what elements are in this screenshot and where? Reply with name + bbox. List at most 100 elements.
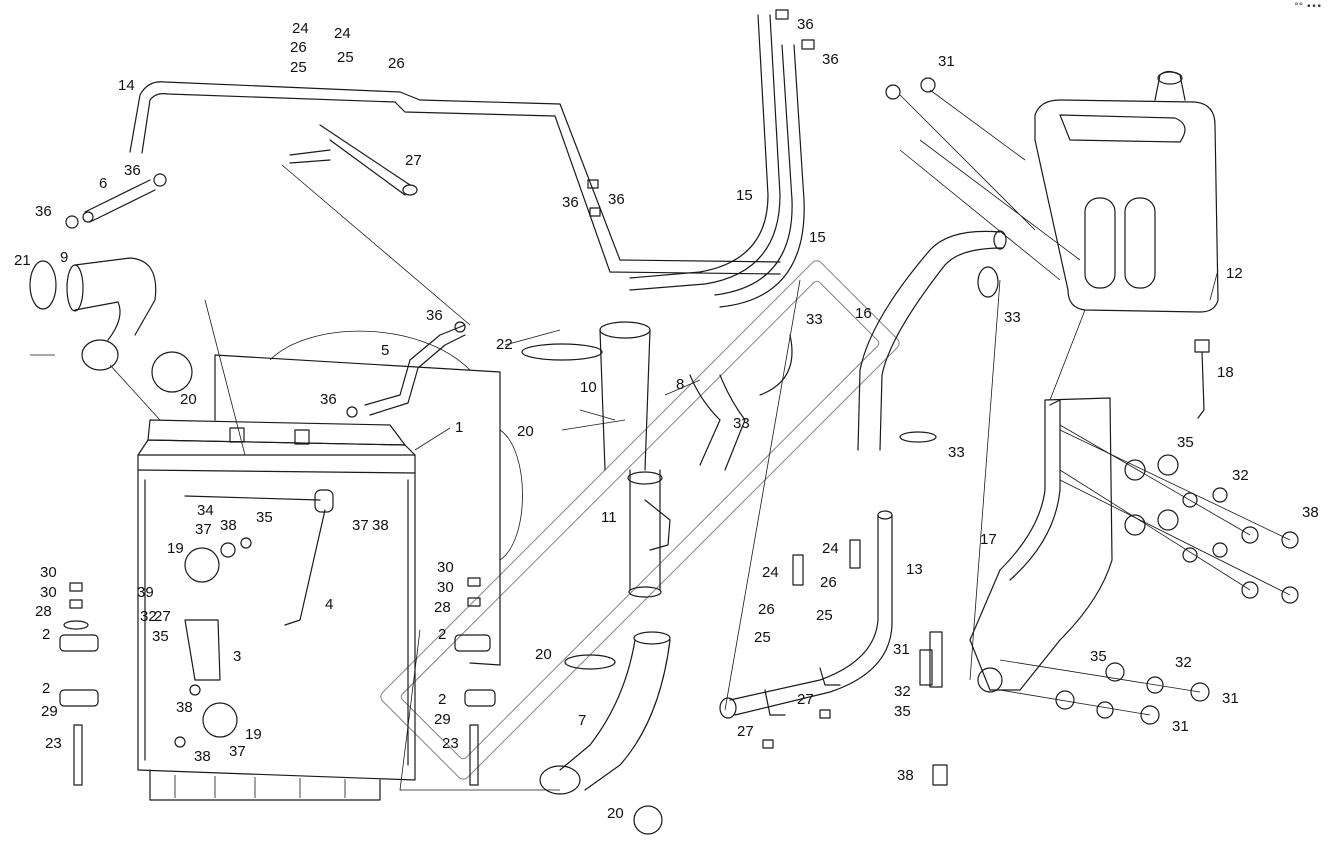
- fastener-group-center: [762, 77, 936, 749]
- expansion-tank-12: [1034, 70, 1219, 419]
- callout-36: 36: [124, 162, 141, 179]
- callout-26: 26: [388, 55, 405, 72]
- hose-6: [65, 173, 167, 229]
- callout-35: 35: [894, 703, 911, 720]
- callout-12: 12: [1226, 265, 1243, 282]
- callout-35: 35: [152, 628, 169, 645]
- callout-10: 10: [580, 379, 597, 396]
- callout-7: 7: [578, 712, 586, 729]
- hose-7: [539, 631, 671, 835]
- callout-21: 21: [14, 252, 31, 269]
- callout-36: 36: [426, 307, 443, 324]
- callout-31: 31: [893, 641, 910, 658]
- callout-32: 32: [1175, 654, 1192, 671]
- callout-30: 30: [40, 584, 57, 601]
- callout-38: 38: [1302, 504, 1319, 521]
- callout-24: 24: [762, 564, 779, 581]
- callout-16: 16: [855, 305, 872, 322]
- callout-35: 35: [1177, 434, 1194, 451]
- callout-20: 20: [607, 805, 624, 822]
- callout-35: 35: [256, 509, 273, 526]
- callout-19: 19: [245, 726, 262, 743]
- hose-8: [689, 334, 793, 471]
- callout-30: 30: [437, 579, 454, 596]
- callout-38: 38: [220, 517, 237, 534]
- callout-36: 36: [822, 51, 839, 68]
- callout-27: 27: [797, 691, 814, 708]
- callout-34: 34: [197, 502, 214, 519]
- callout-25: 25: [290, 59, 307, 76]
- leader-lines: [30, 89, 1291, 791]
- callout-39: 39: [137, 584, 154, 601]
- callout-4: 4: [325, 596, 333, 613]
- callout-28: 28: [434, 599, 451, 616]
- fastener-group-left: [59, 489, 496, 786]
- callout-18: 18: [1217, 364, 1234, 381]
- callout-24: 24: [334, 25, 351, 42]
- callout-20: 20: [535, 646, 552, 663]
- callout-15: 15: [809, 229, 826, 246]
- callout-25: 25: [337, 49, 354, 66]
- callout-37: 37: [352, 517, 369, 534]
- callout-29: 29: [41, 703, 58, 720]
- callout-labels: 24 24 26 25 25 26 14 27 36 6 36 21 9 20 …: [14, 16, 1319, 822]
- callout-24: 24: [822, 540, 839, 557]
- callout-31: 31: [1172, 718, 1189, 735]
- callout-2: 2: [438, 626, 446, 643]
- callout-2: 2: [42, 626, 50, 643]
- callout-33: 33: [948, 444, 965, 461]
- callout-31: 31: [1222, 690, 1239, 707]
- callout-8: 8: [676, 376, 684, 393]
- callout-28: 28: [35, 603, 52, 620]
- watermark-outline: [380, 260, 900, 780]
- callout-32: 32: [894, 683, 911, 700]
- hose-16: [857, 230, 1007, 451]
- callout-36: 36: [608, 191, 625, 208]
- callout-17: 17: [980, 531, 997, 548]
- callout-27: 27: [154, 608, 171, 625]
- callout-1: 1: [455, 419, 463, 436]
- pipes-15: [587, 9, 815, 308]
- callout-11: 11: [601, 509, 617, 526]
- callout-14: 14: [118, 77, 135, 94]
- callout-36: 36: [35, 203, 52, 220]
- callout-32: 32: [140, 608, 157, 625]
- callout-36: 36: [797, 16, 814, 33]
- callout-15: 15: [736, 187, 753, 204]
- callout-37: 37: [229, 743, 246, 760]
- callout-26: 26: [290, 39, 307, 56]
- callout-5: 5: [381, 342, 389, 359]
- callout-27: 27: [405, 152, 422, 169]
- callout-35: 35: [1090, 648, 1107, 665]
- callout-20: 20: [180, 391, 197, 408]
- callout-30: 30: [40, 564, 57, 581]
- callout-31: 31: [938, 53, 955, 70]
- callout-36: 36: [320, 391, 337, 408]
- callout-2: 2: [42, 680, 50, 697]
- callout-29: 29: [434, 711, 451, 728]
- callout-23: 23: [45, 735, 62, 752]
- callout-25: 25: [816, 607, 833, 624]
- callout-3: 3: [233, 648, 241, 665]
- pipe-5: [346, 321, 466, 418]
- tank-bracket-17: [969, 397, 1113, 693]
- filler-neck-10: [521, 321, 671, 598]
- callout-19: 19: [167, 540, 184, 557]
- callout-26: 26: [820, 574, 837, 591]
- callout-37: 37: [195, 521, 212, 538]
- radiator: [137, 419, 416, 801]
- callout-33: 33: [1004, 309, 1021, 326]
- callout-38: 38: [176, 699, 193, 716]
- callout-30: 30: [437, 559, 454, 576]
- upper-pipe-14: [129, 81, 781, 275]
- callout-26: 26: [758, 601, 775, 618]
- callout-13: 13: [906, 561, 923, 578]
- callout-9: 9: [60, 249, 68, 266]
- callout-6: 6: [99, 175, 107, 192]
- callout-38: 38: [372, 517, 389, 534]
- callout-33: 33: [733, 415, 750, 432]
- hose-9: [29, 257, 193, 393]
- callout-38: 38: [194, 748, 211, 765]
- callout-23: 23: [442, 735, 459, 752]
